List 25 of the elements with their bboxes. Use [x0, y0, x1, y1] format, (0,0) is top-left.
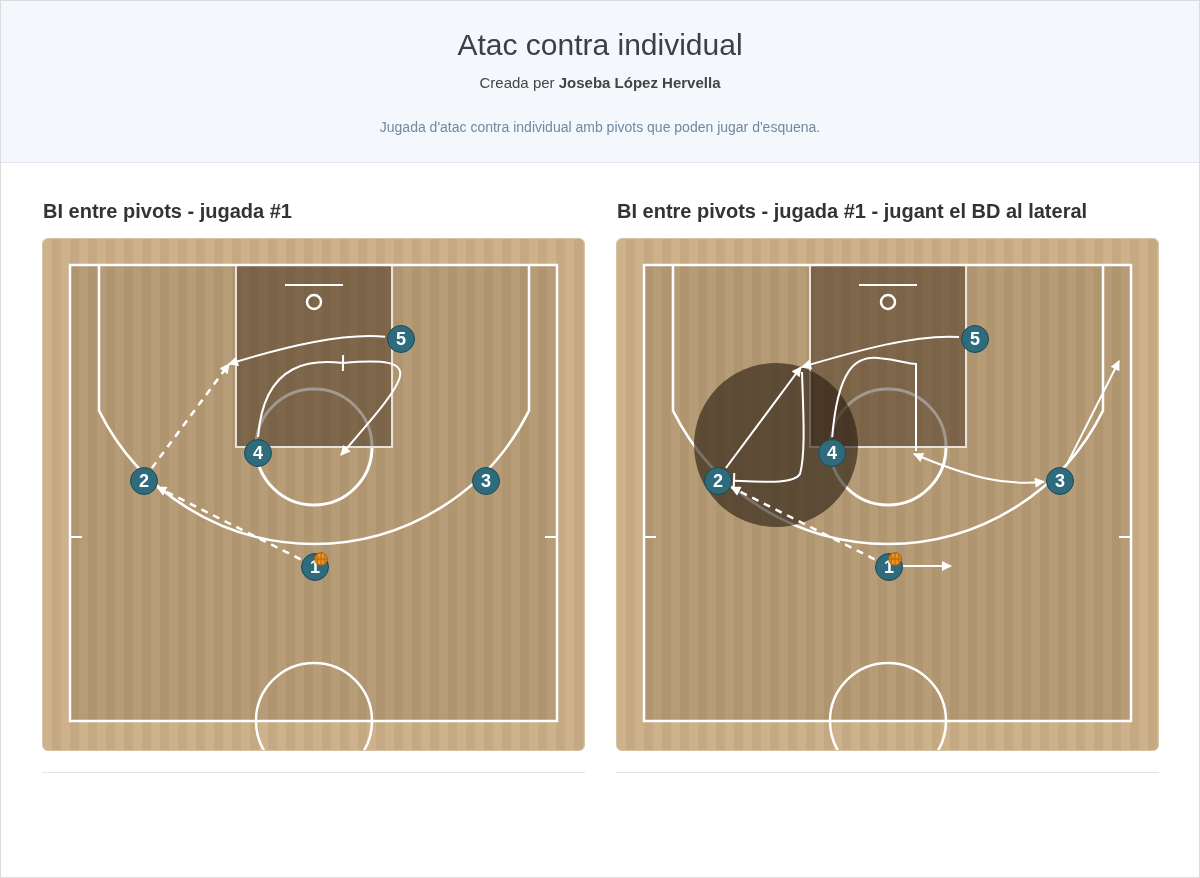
player-token: 3 — [1046, 467, 1074, 495]
movement-arrow — [801, 335, 960, 370]
player-token: 2 — [130, 467, 158, 495]
movement-arrow — [724, 366, 802, 469]
player-token: 4 — [818, 439, 846, 467]
court-heading: BI entre pivots - jugada #1 — [43, 199, 292, 223]
player-token: 5 — [387, 325, 415, 353]
player-token: 5 — [961, 325, 989, 353]
movement-arrow — [257, 355, 402, 456]
author-credit: Creada per Joseba López Hervella — [479, 74, 721, 91]
movement-arrow — [902, 561, 952, 571]
movement-arrow — [1064, 360, 1120, 468]
pass-arrow — [156, 486, 302, 561]
player-token: 3 — [472, 467, 500, 495]
player-token: 2 — [704, 467, 732, 495]
screen-line — [732, 371, 805, 490]
pass-arrow — [730, 486, 876, 561]
page-title: Atac contra individual — [457, 28, 743, 61]
court-heading: BI entre pivots - jugada #1 - jugant el BD al lateral — [617, 199, 1088, 223]
pass-arrow — [150, 363, 230, 469]
player-token: 4 — [244, 439, 272, 467]
movement-arrow — [913, 452, 1046, 488]
movement-arrow — [228, 335, 387, 367]
description-text: Jugada d'atac contra individual amb pivots que poden jugar d'esquena. — [379, 119, 821, 135]
movement-line — [831, 356, 917, 452]
